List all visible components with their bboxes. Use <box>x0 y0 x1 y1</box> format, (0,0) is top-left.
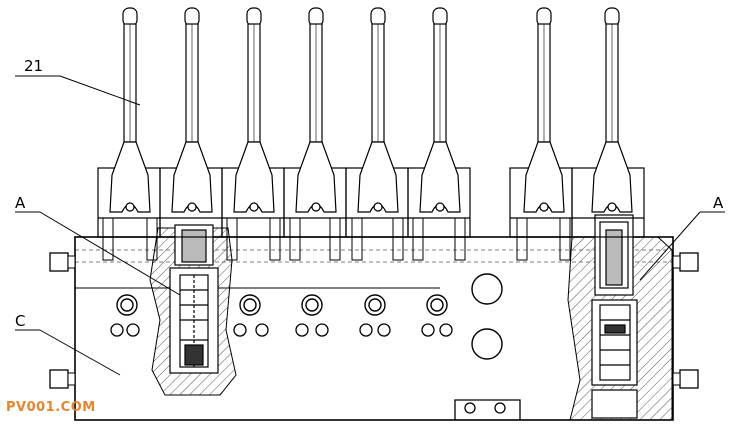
watermark: PV001.COM <box>6 400 96 415</box>
right-cartridge-valve <box>591 214 638 419</box>
label-21: 21 <box>24 57 43 75</box>
bolt-bottom-right <box>672 369 699 389</box>
lever-group <box>109 7 633 213</box>
control-lever <box>233 7 275 213</box>
leader-lines <box>15 75 725 376</box>
mounting-studs <box>102 217 571 261</box>
control-lever <box>109 7 151 213</box>
control-lever <box>357 7 399 213</box>
port-row-large <box>116 273 503 360</box>
label-a-right: A <box>713 194 724 212</box>
bolt-bottom-left <box>49 369 76 389</box>
bolt-top-right <box>672 252 699 272</box>
control-lever <box>295 7 337 213</box>
bolt-top-left <box>49 252 76 272</box>
control-lever <box>591 7 633 213</box>
control-lever <box>171 7 213 213</box>
port-row-small <box>110 323 453 337</box>
control-lever <box>419 7 461 213</box>
label-a-left: A <box>15 194 26 212</box>
bottom-slot <box>454 399 521 420</box>
control-lever <box>523 7 565 213</box>
left-cartridge-valve <box>169 224 219 374</box>
label-c: C <box>15 312 25 330</box>
